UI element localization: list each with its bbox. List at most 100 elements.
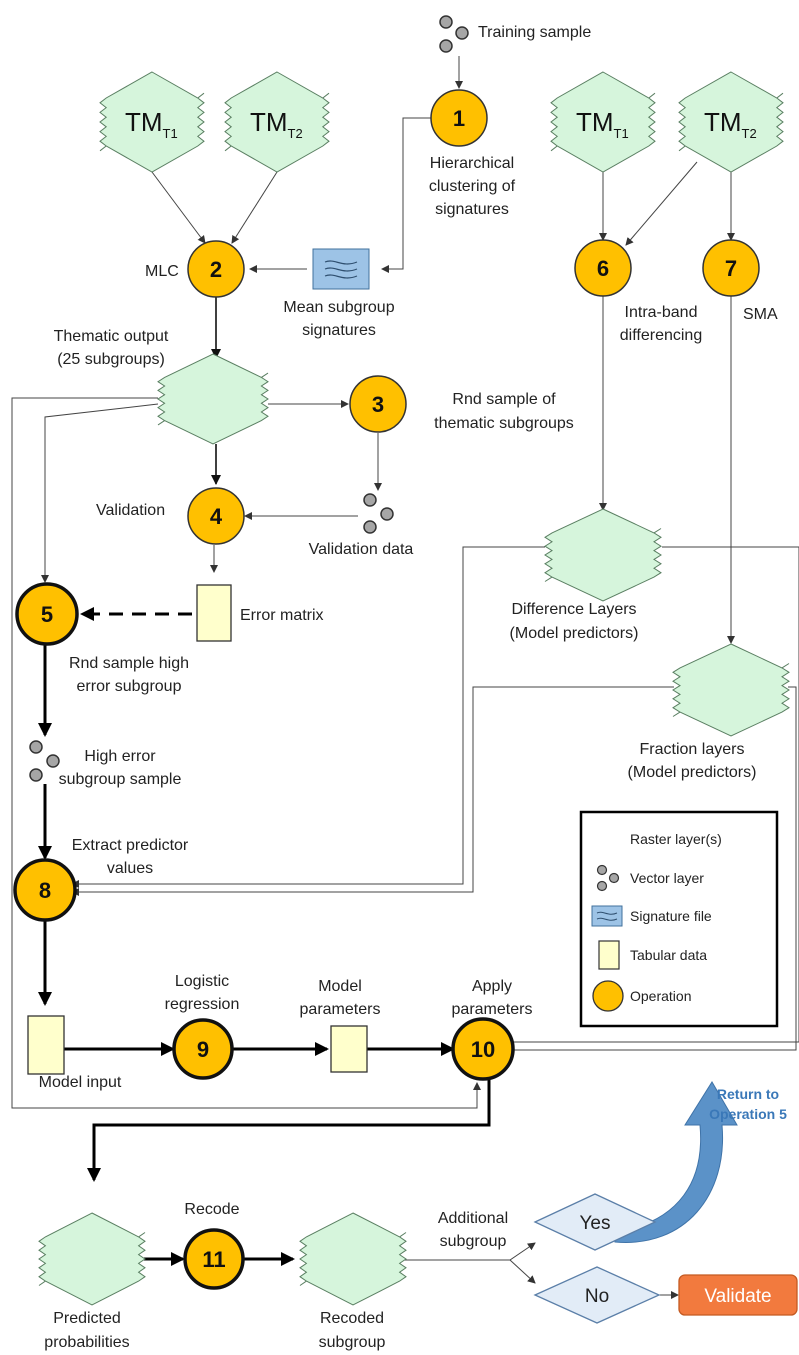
validate-box: Validate (678, 1274, 798, 1316)
operation-3: 3 (349, 375, 407, 433)
validation-label: Validation (96, 502, 165, 519)
decision-yes: Yes (533, 1193, 657, 1251)
svg-text:7: 7 (725, 256, 737, 281)
legend-tabular-label: Tabular data (630, 947, 707, 963)
tm-t2-left-label: TMT2 (250, 107, 303, 141)
legend-raster-label: Raster layer(s) (630, 831, 722, 847)
svg-text:2: 2 (210, 257, 222, 282)
predicted-probabilities-label-2: probabilities (44, 1334, 129, 1351)
high-error-sample-label-1: High error (84, 748, 156, 765)
edge-difference-to-op10 (504, 547, 799, 1046)
operation-8: 8 (13, 858, 77, 922)
svg-text:Yes: Yes (580, 1213, 611, 1234)
recoded-subgroup-label-2: subgroup (319, 1334, 386, 1351)
tm-t1-left-label: TMT1 (125, 107, 178, 141)
mean-signatures-label-1: Mean subgroup (283, 299, 394, 316)
error-matrix-table (196, 584, 232, 642)
legend-signature-icon (591, 905, 623, 927)
edge-recoded-to-no (509, 1259, 536, 1284)
operation-9: 9 (172, 1018, 234, 1080)
return-label-line1: Return to (717, 1086, 779, 1102)
raster-predicted-probabilities (38, 1212, 146, 1306)
thematic-output-label-1: Thematic output (54, 328, 169, 345)
operation-7: 7 (702, 239, 760, 297)
return-arrow (614, 1081, 738, 1243)
legend-vector-label: Vector layer (630, 870, 704, 886)
svg-text:9: 9 (197, 1037, 209, 1062)
model-parameters-table (330, 1025, 368, 1073)
operation-1: 1 (430, 89, 488, 147)
raster-layer-shape (678, 71, 784, 173)
extract-predictor-label-1: Extract predictor (72, 837, 189, 854)
raster-layer-shape (544, 508, 662, 602)
svg-text:1: 1 (453, 106, 465, 131)
edge-difference-to-op8 (71, 546, 545, 888)
operation-2: 2 (187, 240, 245, 298)
edge-tmt2b-to-op6 (625, 161, 698, 246)
edge-tmt1-to-op2 (151, 171, 206, 244)
rnd-thematic-label-1: Rnd sample of (452, 391, 556, 408)
vector-validation-data (363, 493, 394, 534)
hierarchical-label-3: signatures (435, 201, 509, 218)
edge-op10-to-predicted (87, 1080, 491, 1182)
raster-layer-shape (224, 71, 330, 173)
apply-parameters-label-1: Apply (472, 978, 512, 995)
training-sample-label: Training sample (478, 24, 591, 41)
thematic-output-label-2: (25 subgroups) (57, 351, 165, 368)
svg-text:No: No (585, 1286, 609, 1307)
predicted-probabilities-label-1: Predicted (53, 1310, 121, 1327)
signature-file-icon (312, 248, 370, 290)
fraction-layers-label-2: (Model predictors) (628, 764, 757, 781)
intra-band-label-1: Intra-band (625, 304, 698, 321)
raster-tm-t2-left (224, 71, 330, 173)
legend-operation-icon (592, 980, 624, 1012)
raster-layer-shape (550, 71, 656, 173)
edge-fraction-to-op10 (504, 686, 797, 1054)
model-parameters-label-1: Model (318, 978, 362, 995)
intra-band-label-2: differencing (620, 327, 702, 344)
raster-difference-layers (544, 508, 662, 602)
recoded-subgroup-label-1: Recoded (320, 1310, 384, 1327)
recode-label: Recode (184, 1201, 239, 1218)
raster-fraction-layers (672, 643, 790, 737)
raster-tm-t2-right (678, 71, 784, 173)
svg-text:10: 10 (471, 1037, 495, 1062)
rnd-high-error-label-1: Rnd sample high (69, 655, 189, 672)
edge-thematic-to-op5 (41, 403, 159, 583)
legend-signature-label: Signature file (630, 908, 712, 924)
operation-6: 6 (574, 239, 632, 297)
raster-thematic-output (157, 353, 269, 445)
tm-t2-right-label: TMT2 (704, 107, 757, 141)
operation-5: 5 (15, 582, 79, 646)
hierarchical-label-1: Hierarchical (430, 155, 514, 172)
hierarchical-label-2: clustering of (429, 178, 516, 195)
apply-parameters-label-2: parameters (452, 1001, 533, 1018)
raster-tm-t1-right (550, 71, 656, 173)
operation-10: 10 (451, 1017, 515, 1081)
fraction-layers-label-1: Fraction layers (640, 741, 745, 758)
logistic-regression-label-1: Logistic (175, 973, 229, 990)
raster-layer-shape (38, 1212, 146, 1306)
raster-recoded-subgroup (299, 1212, 407, 1306)
model-input-table (27, 1015, 65, 1075)
return-label-line2: Operation 5 (709, 1106, 787, 1122)
difference-layers-label-2: (Model predictors) (510, 625, 639, 642)
mlc-label: MLC (145, 263, 179, 280)
svg-text:Validate: Validate (704, 1286, 771, 1307)
raster-layer-shape (157, 353, 269, 445)
additional-subgroup-label-1: Additional (438, 1210, 508, 1227)
raster-layer-shape (99, 71, 205, 173)
legend-operation-label: Operation (630, 988, 691, 1004)
model-parameters-label-2: parameters (300, 1001, 381, 1018)
error-matrix-label: Error matrix (240, 607, 324, 624)
raster-layer-shape (672, 643, 790, 737)
svg-text:11: 11 (202, 1247, 225, 1272)
operation-4: 4 (187, 487, 245, 545)
svg-text:3: 3 (372, 392, 384, 417)
svg-text:4: 4 (210, 504, 223, 529)
svg-text:5: 5 (41, 602, 53, 627)
edge-tmt2-to-op2 (231, 171, 278, 244)
sma-label: SMA (743, 306, 778, 323)
legend-vector-icon (596, 864, 620, 892)
